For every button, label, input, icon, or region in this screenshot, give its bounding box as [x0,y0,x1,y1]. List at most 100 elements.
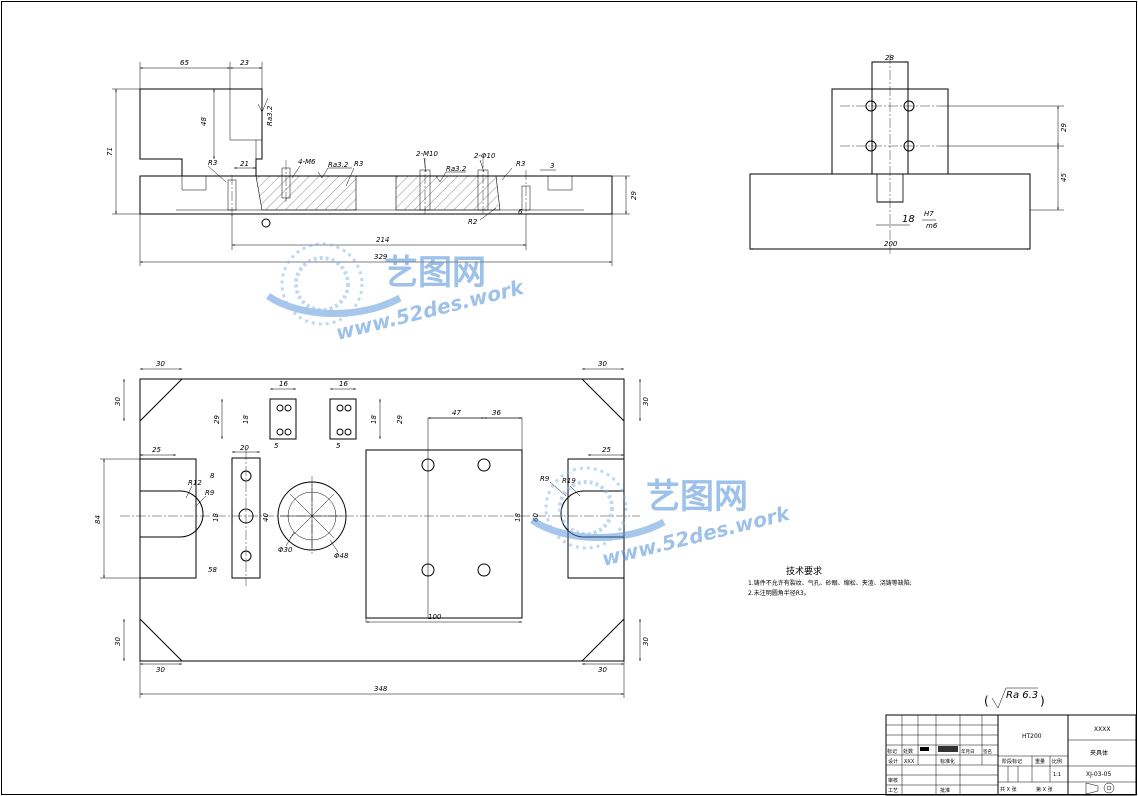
dim-r2: R2 [468,218,478,226]
plan-30-br-h: 30 [598,666,607,674]
side-fit-upper: H7 [924,210,934,218]
tb-sign-label: 签名 [983,748,992,755]
plan-18-d: 18 [514,513,522,522]
tb-company: XXXX [1094,726,1110,733]
plan-30-tr-h: 30 [598,360,607,368]
plan-18-c: 18 [212,513,220,522]
plan-30-tl-v: 30 [114,397,122,406]
tb-sheet-total: 共 X 张 [1000,786,1017,793]
plan-5-a: 5 [274,442,279,450]
plan-view: 30 30 30 30 30 30 30 30 25 25 84 348 R12… [94,360,650,698]
plan-r19: R19 [562,477,576,485]
plan-30-tr-v: 30 [642,397,650,406]
plan-16-a: 16 [279,380,288,388]
plan-30-br-v: 30 [642,637,650,646]
roughness-front-2: Ra3.2 [328,161,349,169]
plan-60: 60 [532,513,540,522]
svg-text:): ) [1040,694,1045,708]
plan-r9-left: R9 [205,489,215,497]
plan-8: 8 [210,472,215,480]
tb-weight-label: 重量 [1035,758,1045,765]
tb-mark-label: 标记 [887,748,897,755]
tb-review-label: 审核 [888,777,898,784]
signature-stamp-2 [938,746,958,752]
side-fit-lower: m6 [926,222,938,230]
roughness-front-1: Ra3.2 [266,105,274,126]
plan-40: 40 [262,513,270,522]
tech-req-title: 技术要求 [786,565,822,577]
dim-214: 214 [376,236,389,244]
plan-25-left: 25 [152,446,161,454]
watermark-1: 艺图网 www.52des.work [266,242,527,345]
side-fit-base: 18 [902,214,915,225]
tech-req-line-1: 1.铸件不允许有裂纹、气孔、砂眼、缩松、夹渣、浇铸等缺陷; [748,579,912,587]
plan-18-b: 18 [370,415,378,424]
plan-58: 58 [208,566,217,574]
general-roughness: ( Ra 6.3 ) [984,687,1045,709]
general-roughness-value: Ra 6.3 [1006,690,1038,701]
dim-71: 71 [106,147,114,156]
plan-dia30: Φ30 [278,546,293,554]
dim-29: 29 [630,191,638,200]
tech-req-line-2: 2.未注明圆角半径R3。 [748,589,810,597]
plan-30-tl-h: 30 [156,360,165,368]
plan-5-b: 5 [336,442,341,450]
plan-16-b: 16 [339,380,348,388]
dim-6: 6 [518,208,523,216]
tb-drawing-no: XJ-03-05 [1086,771,1111,778]
plan-84: 84 [94,515,102,524]
tb-material: HT200 [1022,733,1042,740]
technical-requirements: 技术要求 1.铸件不允许有裂纹、气孔、砂眼、缩松、夹渣、浇铸等缺陷; 2.未注明… [748,565,912,597]
plan-30-bl-h: 30 [156,666,165,674]
tb-scale-label: 比例 [1052,758,1062,765]
side-dim-29: 29 [1060,123,1068,132]
roughness-front-3: Ra3.2 [446,165,467,173]
plan-dia48: Φ48 [334,552,349,560]
tb-part-name: 夹具体 [1090,749,1108,757]
plan-25-right: 25 [602,446,611,454]
dim-65: 65 [180,59,189,67]
plan-18-a: 18 [242,415,250,424]
dim-r3-right: R3 [516,160,525,168]
svg-text:(: ( [984,694,989,708]
watermark-2-cn: 艺图网 [646,477,748,517]
side-dim-200: 200 [884,240,898,248]
dim-329: 329 [374,253,388,261]
tb-approve-label: 批准 [940,787,950,794]
dim-2-m10: 2-M10 [416,150,438,158]
tb-process-label: 工艺 [888,788,898,794]
side-view: 28 29 45 200 18 H7 m6 [749,54,1068,254]
tb-count-label: 处数 [903,748,913,755]
tb-designer-label: 设计 [888,758,898,765]
plan-29-a: 29 [213,415,221,424]
plan-30-bl-v: 30 [114,637,122,646]
dim-4-m6: 4-M6 [298,158,316,166]
tb-std-label: 标准化 [940,758,955,765]
plan-100: 100 [428,613,442,621]
title-block: HT200 XXXX 夹具体 XJ-03-05 阶段标记 重量 比例 1:1 共… [885,714,1137,796]
plan-20: 20 [240,444,249,452]
side-dim-28: 28 [885,54,894,62]
watermark-1-cn: 艺图网 [384,253,486,293]
tb-stage-label: 阶段标记 [1002,758,1022,765]
dim-21: 21 [240,160,249,168]
tb-designer: XXX [904,759,915,765]
plan-r12: R12 [188,479,202,487]
front-section-view: 65 23 48 71 21 4-M6 2-M10 2-Φ10 R3 R3 R3… [106,59,638,266]
signature-stamp-1 [920,747,929,751]
dim-23: 23 [240,59,249,67]
plan-r9-right: R9 [540,475,550,483]
dim-2-d10: 2-Φ10 [474,152,496,160]
tb-zone-label: 年月日 [961,748,975,755]
dim-r3-left: R3 [208,159,217,167]
plan-36: 36 [492,409,501,417]
plan-348: 348 [374,685,388,693]
plan-29-b: 29 [396,415,404,424]
dim-r3-mid: R3 [354,160,363,168]
dim-48: 48 [200,117,208,126]
plan-47: 47 [452,409,461,417]
tb-sheet-no: 第 X 张 [1036,786,1053,793]
tb-scale: 1:1 [1053,772,1061,778]
